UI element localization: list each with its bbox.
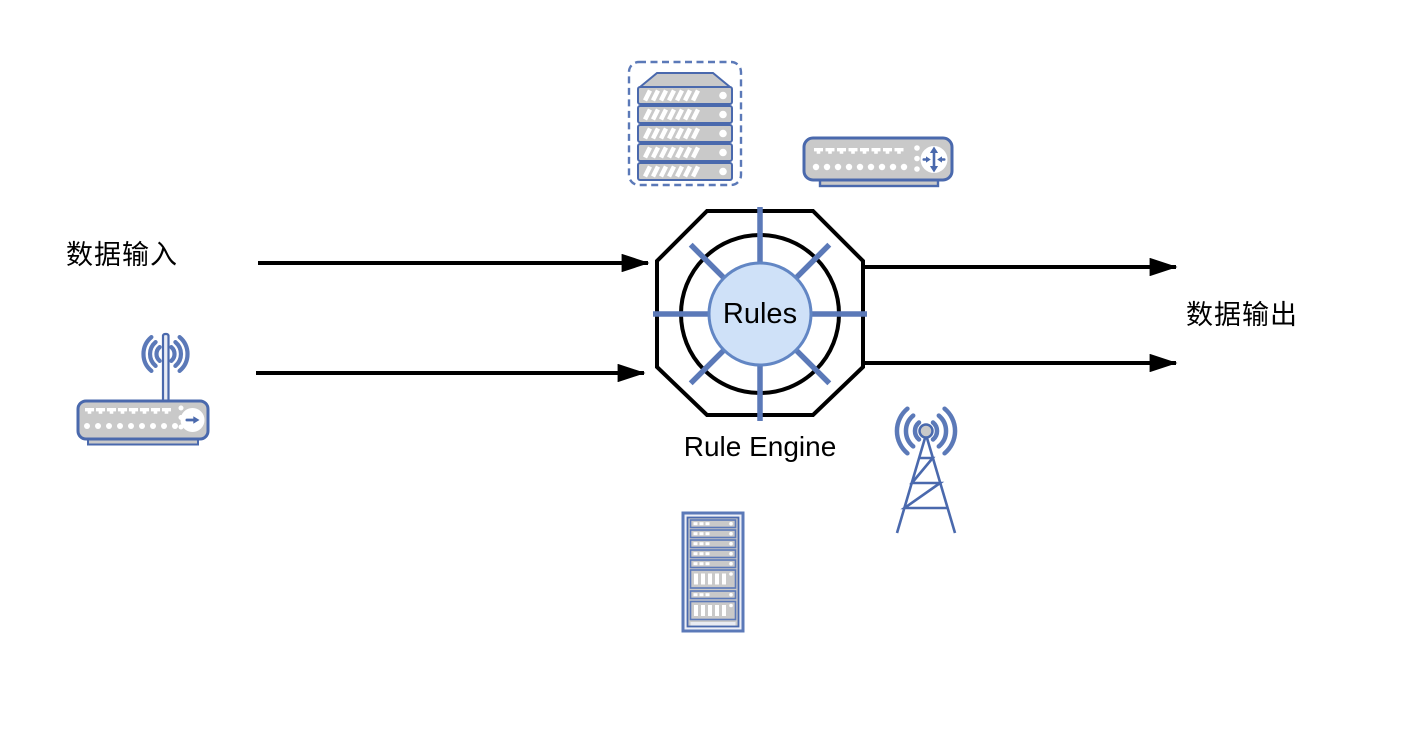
- switch-ports: [812, 145, 920, 172]
- tower-top-node: [918, 423, 934, 439]
- rack-top: [637, 72, 733, 88]
- wifi-waves-icon: [894, 406, 958, 456]
- rule-engine-octagon-icon: [653, 207, 867, 421]
- data-input-label: 数据输入: [66, 240, 178, 270]
- switch-arrows-glyph: [922, 146, 946, 173]
- network-switch-icon: [802, 136, 954, 188]
- server-rack-icon: [627, 60, 743, 187]
- router-arrow-glyph: [185, 416, 200, 424]
- rule-engine-caption: Rule Engine: [683, 431, 837, 462]
- wifi-waves-icon: [141, 335, 190, 373]
- wireless-router-icon: [76, 332, 210, 446]
- server-tower-icon: [681, 511, 745, 633]
- tower-mast: [895, 436, 957, 534]
- engine-hub-circle: [707, 261, 813, 367]
- radio-tower-icon: [894, 406, 958, 534]
- data-output-label: 数据输出: [1186, 300, 1298, 330]
- engine-octagon: [655, 209, 865, 417]
- rack-dashed-border: [627, 60, 743, 187]
- server-bottom-strip: [690, 622, 736, 626]
- rules-label: Rules: [722, 298, 798, 330]
- router-antenna: [161, 332, 170, 405]
- engine-spokes: [653, 207, 867, 421]
- router-ports: [84, 405, 184, 430]
